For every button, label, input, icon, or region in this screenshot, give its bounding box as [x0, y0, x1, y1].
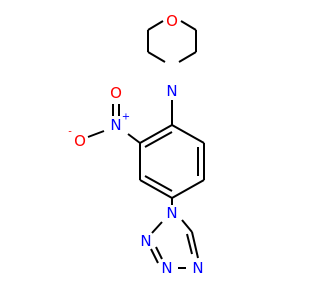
bond [147, 51, 166, 63]
atom-n-morpholine: N [166, 82, 177, 100]
molecule-canvas: O N N + O O - N N N N [68, 12, 205, 277]
atom-n-tetrazole-4: N [192, 259, 203, 277]
bond [155, 246, 163, 260]
bond [144, 131, 173, 148]
bond [171, 179, 205, 199]
atom-n-tetrazole-2: N [140, 232, 151, 250]
bond [180, 20, 197, 31]
structure-diagram: O N N + O O - N N N N [68, 12, 205, 277]
bond [139, 179, 173, 199]
bond [127, 133, 141, 144]
atom-n-tetrazole-1: N [166, 204, 177, 222]
bond [186, 233, 193, 255]
atom-o-nitro-single: O [74, 132, 86, 150]
charge-plus: + [122, 112, 130, 123]
bond [147, 20, 164, 31]
bond [181, 219, 193, 233]
bond [87, 130, 105, 138]
bond [150, 248, 159, 264]
atom-n-tetrazole-3: N [161, 259, 172, 277]
bond [151, 221, 163, 234]
atom-o-nitro-double: O [110, 84, 122, 102]
bond [139, 124, 173, 144]
bond [178, 51, 197, 63]
atom-n-nitro: N [110, 116, 121, 134]
bond [144, 175, 173, 192]
charge-minus: - [68, 127, 72, 138]
bond [171, 124, 205, 144]
bond [191, 231, 199, 259]
atom-o-morpholine: O [166, 12, 178, 30]
